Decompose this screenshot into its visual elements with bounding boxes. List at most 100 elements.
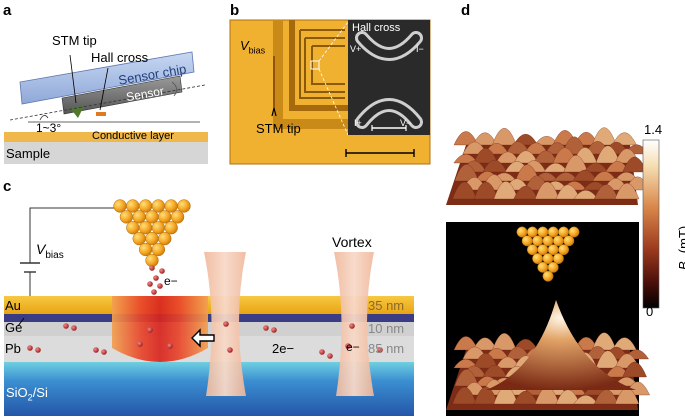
tip-atom xyxy=(145,231,159,246)
electron-dot xyxy=(101,349,107,355)
c-au-thickness: 35 nm xyxy=(368,298,405,313)
tip-atom xyxy=(170,210,185,224)
a-conductive-layer-label: Conductive layer xyxy=(92,130,174,142)
b-i-plus: I+ xyxy=(354,118,362,128)
stm-tip-balls xyxy=(113,199,191,268)
tip-atom xyxy=(126,199,140,213)
electron-dot xyxy=(271,327,277,333)
surface-bump xyxy=(614,183,640,200)
tip-atom xyxy=(164,199,178,213)
stm-tip-pointer xyxy=(69,54,77,104)
electron-dot xyxy=(319,349,325,355)
hall-cross-marker xyxy=(96,112,106,116)
tip-atom xyxy=(145,253,159,268)
b-v-minus: V− xyxy=(400,118,412,128)
tip-atom xyxy=(542,270,554,282)
hollow-arrow xyxy=(191,328,215,348)
electron-dot xyxy=(27,345,33,351)
hall-cross-pointer xyxy=(99,67,109,111)
tilt-line xyxy=(9,84,206,121)
stm-tip-arrow xyxy=(271,107,277,117)
electron-dot xyxy=(93,347,99,353)
a-angle-label: 1~3° xyxy=(36,121,62,135)
tip-atom xyxy=(558,244,570,256)
colorbar-title: Bz (mT) xyxy=(676,225,685,270)
c-pb-thickness: 85 nm xyxy=(368,341,405,356)
tip-atom xyxy=(113,199,127,213)
electron-dot xyxy=(223,321,229,327)
tip-atom xyxy=(158,210,172,224)
c-au-label: Au xyxy=(5,298,21,313)
stm-tip-balls-e xyxy=(516,226,580,282)
a-sample-label: Sample xyxy=(6,146,51,161)
b-vbias-label: Vbias xyxy=(240,38,266,56)
panel-label-b: b xyxy=(230,2,240,19)
tip-atom xyxy=(138,242,153,257)
panel-label-a: a xyxy=(3,2,12,19)
au-ge-interface xyxy=(4,314,414,322)
electron-dot xyxy=(147,281,153,287)
panel-label-c: c xyxy=(3,178,12,195)
tip-atom xyxy=(158,231,172,246)
panel-label-d: d xyxy=(461,2,471,19)
tip-atom xyxy=(164,221,178,235)
tip-atom xyxy=(552,253,564,264)
c-pb-label: Pb xyxy=(5,341,21,356)
electron-dot xyxy=(153,275,159,281)
electron-dot xyxy=(263,325,269,331)
tip-atom xyxy=(151,242,166,257)
electron-dot xyxy=(149,265,155,271)
sensor-chip xyxy=(19,51,195,105)
c-electron-label: e− xyxy=(164,274,178,288)
b-i-minus: I− xyxy=(416,44,424,54)
vortex-tube-2 xyxy=(334,252,374,396)
sensor xyxy=(61,75,183,115)
tip-atom xyxy=(126,221,140,235)
angle-arc xyxy=(39,115,49,121)
bias-wire xyxy=(29,207,120,263)
stm-tip-marker xyxy=(70,106,84,118)
hot-region xyxy=(112,296,208,362)
a-stm-tip-label: STM tip xyxy=(52,33,97,48)
sample-block xyxy=(4,142,208,164)
c-ge-label: Ge xyxy=(5,320,23,335)
c-ge-thickness: 10 nm xyxy=(368,321,405,336)
tip-atom xyxy=(119,210,134,224)
bz-map-d xyxy=(446,127,650,205)
electron-dot xyxy=(345,343,351,349)
tip-atom xyxy=(132,231,146,246)
electron-dot xyxy=(349,323,355,329)
colorbar-min: 0 xyxy=(646,304,654,319)
electron-dot xyxy=(157,283,163,289)
panel-b xyxy=(229,19,431,165)
tip-atom xyxy=(151,199,166,213)
b-stm-tip-label: STM tip xyxy=(256,121,301,136)
electron-dot xyxy=(159,268,165,274)
c-e-minus-label: e− xyxy=(346,340,360,354)
electron-dot xyxy=(71,325,77,331)
panel-e xyxy=(446,222,650,416)
tip-atom xyxy=(568,226,580,238)
colorbar xyxy=(642,139,660,309)
zoom-box xyxy=(310,60,320,70)
tip-atom xyxy=(145,210,159,224)
panel-label-e: e xyxy=(461,222,470,239)
panel-d xyxy=(446,20,650,215)
b-v-plus: V+ xyxy=(350,44,362,54)
bz-map-e xyxy=(446,300,650,410)
tip-atom xyxy=(563,235,575,247)
a-hall-cross-label: Hall cross xyxy=(91,50,149,65)
electron-dot xyxy=(151,289,157,295)
electron-dot xyxy=(35,347,41,353)
magnetic-peak xyxy=(486,300,636,390)
electron-dot xyxy=(63,323,69,329)
electron-dot xyxy=(227,347,233,353)
tip-atom xyxy=(138,199,153,213)
tip-atom xyxy=(547,261,559,273)
panel-a xyxy=(4,51,208,164)
colorbar-gradient xyxy=(642,139,660,309)
electron-dot xyxy=(377,347,383,353)
electron-dot xyxy=(147,327,153,333)
c-two-e-label: 2e− xyxy=(272,341,295,356)
